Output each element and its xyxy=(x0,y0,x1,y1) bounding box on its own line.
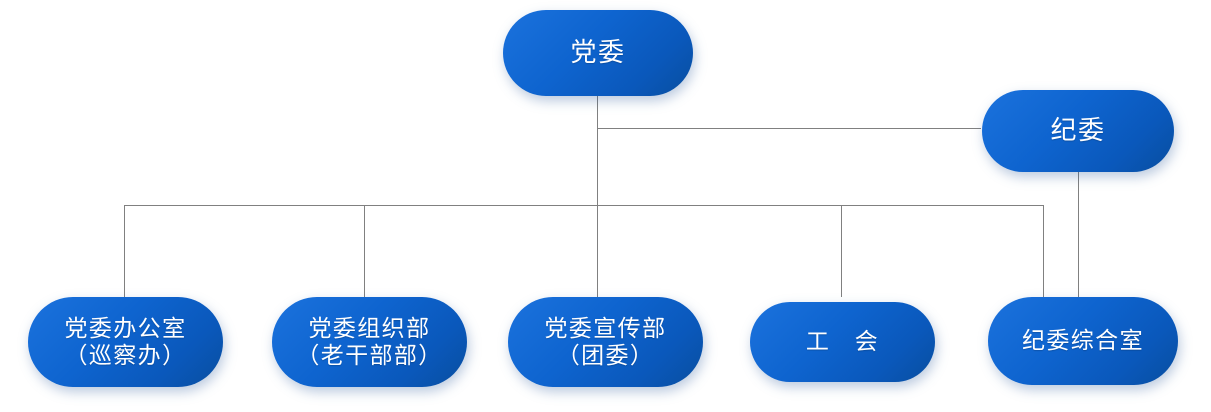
node-jiwei-zonghesshi[interactable]: 纪委综合室 xyxy=(988,297,1178,385)
node-dangwei[interactable]: 党委 xyxy=(503,10,693,96)
node-gonghui-label: 工 会 xyxy=(805,329,880,355)
connector-drop-dangwei-zzb xyxy=(364,205,365,297)
connector-main-bus xyxy=(124,205,1044,206)
connector-drop-jiwei-zhs-bus xyxy=(1043,205,1044,297)
connector-drop-dangwei-xcb xyxy=(597,205,598,297)
connector-dangwei-to-jiwei xyxy=(597,128,981,129)
node-dangwei-zuzhibu-label: 党委组织部 （老干部部） xyxy=(296,315,443,368)
node-jiwei-zonghesshi-label: 纪委综合室 xyxy=(1022,328,1144,354)
connector-drop-gonghui xyxy=(841,205,842,297)
connector-jiwei-to-jiwei-zhs xyxy=(1078,172,1079,297)
connector-drop-dangwei-bgs xyxy=(124,205,125,297)
node-dangwei-label: 党委 xyxy=(570,37,626,67)
node-dangwei-bangongshi-label: 党委办公室 （巡察办） xyxy=(64,315,187,368)
connector-dangwei-stem xyxy=(597,96,598,206)
node-dangwei-zuzhibu[interactable]: 党委组织部 （老干部部） xyxy=(272,297,467,387)
node-jiwei[interactable]: 纪委 xyxy=(982,90,1174,172)
node-dangwei-xuanchuanbu-label: 党委宣传部 （团委） xyxy=(544,315,667,368)
node-dangwei-bangongshi[interactable]: 党委办公室 （巡察办） xyxy=(28,297,223,387)
node-jiwei-label: 纪委 xyxy=(1050,115,1106,145)
node-dangwei-xuanchuanbu[interactable]: 党委宣传部 （团委） xyxy=(508,297,703,387)
node-gonghui[interactable]: 工 会 xyxy=(750,302,935,382)
